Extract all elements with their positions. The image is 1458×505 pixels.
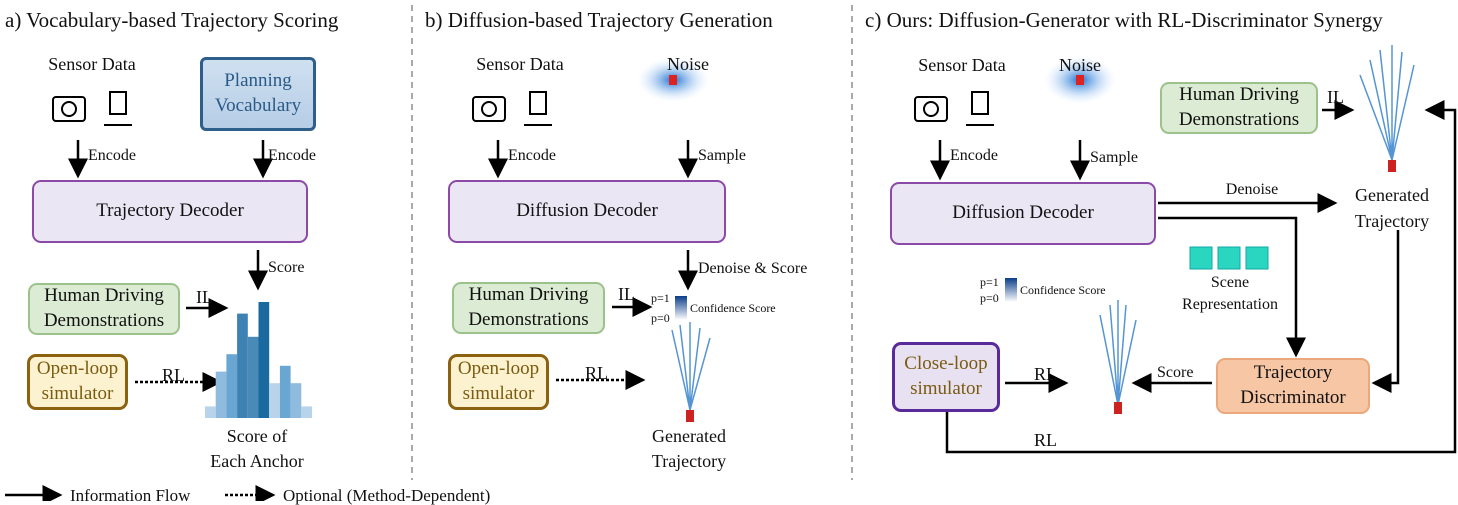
encode-label: Encode: [950, 147, 998, 164]
p0-label: p=0: [651, 311, 670, 325]
anchor-score-histogram: [205, 302, 312, 418]
p1-label: p=1: [980, 275, 999, 289]
sensor-data-label: Sensor Data: [918, 55, 1006, 75]
noise-label: Noise: [667, 54, 709, 74]
sample-label: Sample: [1090, 149, 1138, 166]
panel-c-title: c) Ours: Diffusion-Generator with RL-Dis…: [865, 8, 1383, 32]
rl-label: RL: [162, 365, 186, 385]
rl-label: RL: [585, 363, 609, 383]
p0-label: p=0: [980, 291, 999, 305]
il-label: IL: [1327, 87, 1344, 107]
panel-b-title: b) Diffusion-based Trajectory Generation: [425, 8, 773, 32]
score-label: Score: [268, 259, 305, 276]
histogram-bar: [215, 371, 227, 418]
legend-optional: Optional (Method-Dependent): [283, 486, 491, 505]
trajectory-decoder-box: Trajectory Decoder: [32, 180, 308, 243]
scene-cubes-icon: [1189, 246, 1269, 270]
histogram-bar: [279, 365, 291, 418]
denoise-label: Denoise: [1225, 181, 1279, 198]
histogram-bar: [237, 313, 248, 418]
sensor-data-label: Sensor Data: [48, 54, 136, 74]
encode-label: Encode: [88, 147, 136, 164]
camera-icons: [52, 91, 994, 126]
p1-label: p=1: [651, 291, 670, 305]
diffusion-decoder-box: Diffusion Decoder: [448, 180, 726, 243]
il-label: IL: [618, 284, 635, 304]
il-label: IL: [196, 287, 213, 307]
confidence-score-label: Confidence Score: [1020, 283, 1106, 297]
histogram-bar: [205, 406, 216, 418]
sample-label: Sample: [698, 147, 746, 164]
confidence-score-label: Confidence Score: [690, 301, 776, 315]
score-label: Score: [1157, 364, 1194, 381]
histogram-bar: [258, 302, 270, 418]
histogram-bar: [301, 406, 312, 418]
legend-information-flow: Information Flow: [70, 486, 191, 505]
rl-label: RL: [1034, 364, 1058, 384]
noise-label: Noise: [1059, 55, 1101, 75]
diffusion-decoder-box: Diffusion Decoder: [890, 182, 1156, 245]
encode-label: Encode: [268, 147, 316, 164]
encode-label: Encode: [508, 147, 556, 164]
histogram-bar: [290, 383, 302, 418]
histogram-bar: [269, 383, 280, 418]
histogram-bar: [247, 336, 259, 418]
rl-feedback-label: RL: [1034, 430, 1058, 450]
histogram-bar: [226, 354, 238, 418]
denoise-score-label: Denoise & Score: [698, 260, 808, 277]
sensor-data-label: Sensor Data: [476, 54, 564, 74]
panel-a-title: a) Vocabulary-based Trajectory Scoring: [5, 8, 339, 32]
